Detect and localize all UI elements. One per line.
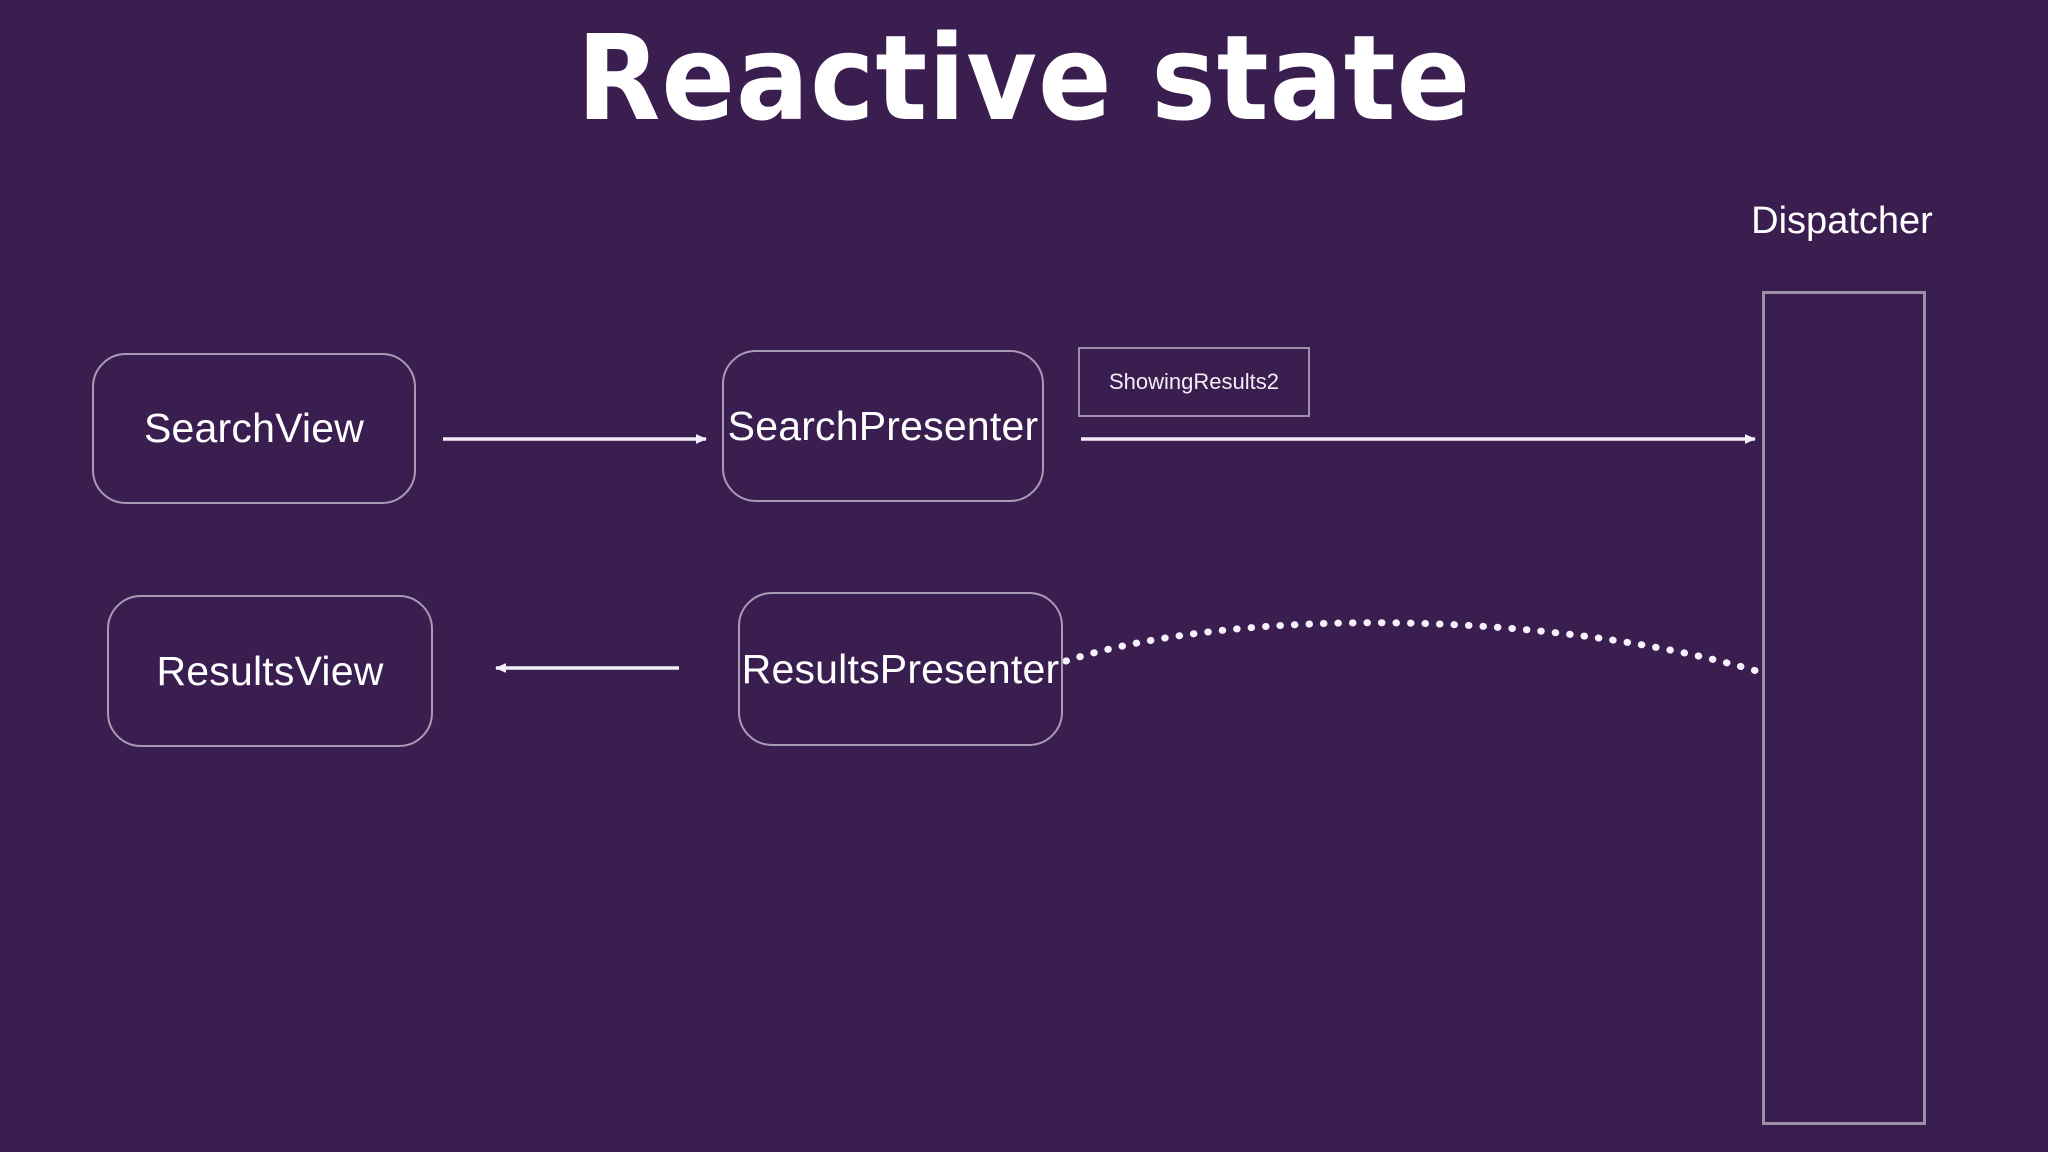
page-title: Reactive state bbox=[576, 9, 1472, 147]
dispatcher-bar bbox=[1762, 291, 1926, 1125]
dotted-curve-dispatcher-to-results-presenter bbox=[1062, 619, 1764, 676]
node-results-view-label: ResultsView bbox=[156, 647, 384, 694]
node-search-view[interactable]: SearchView bbox=[92, 353, 416, 504]
event-message-label: ShowingResults2 bbox=[1109, 369, 1279, 394]
node-results-view[interactable]: ResultsView bbox=[107, 595, 433, 747]
node-search-view-label: SearchView bbox=[143, 405, 365, 451]
dispatcher-label: Dispatcher bbox=[1751, 200, 1933, 242]
event-message-box[interactable]: ShowingResults2 bbox=[1078, 347, 1310, 417]
node-results-presenter-label: ResultsPresenter bbox=[741, 645, 1060, 692]
node-search-presenter[interactable]: SearchPresenter bbox=[722, 350, 1044, 502]
node-results-presenter[interactable]: ResultsPresenter bbox=[738, 592, 1063, 746]
node-search-presenter-label: SearchPresenter bbox=[727, 402, 1039, 449]
